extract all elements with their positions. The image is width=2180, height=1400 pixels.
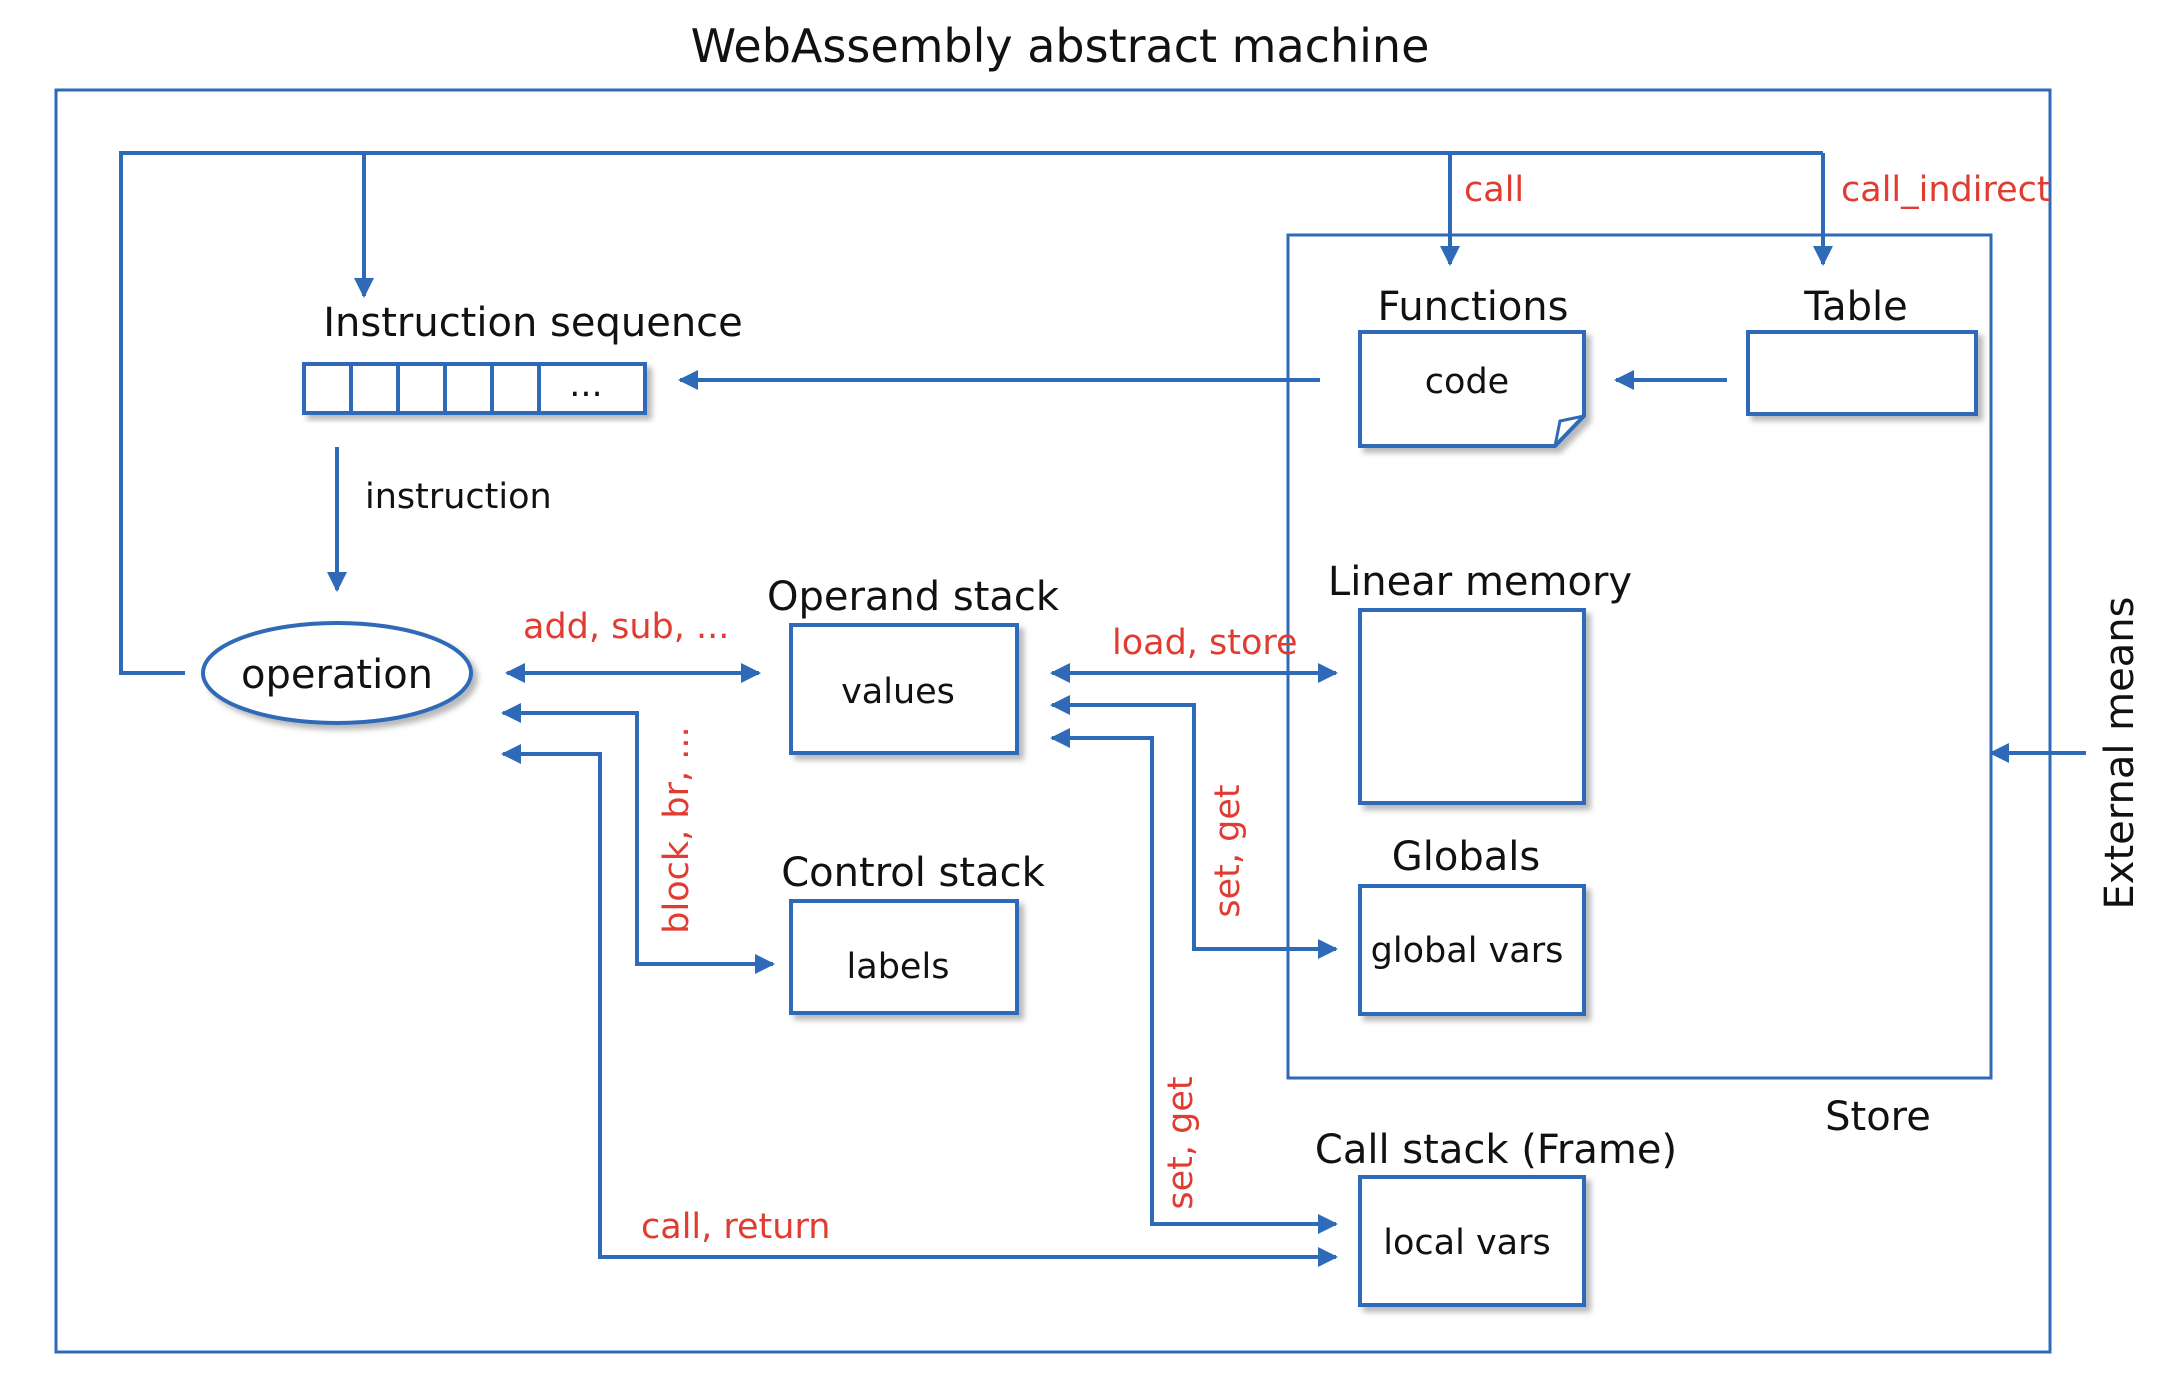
call-stack-label: Call stack (Frame) xyxy=(1315,1127,1677,1173)
instruction-cell-ellipsis: ... xyxy=(569,365,602,405)
table-box xyxy=(1746,330,1978,416)
machine-frame xyxy=(54,88,2052,1354)
operand-stack-values: values xyxy=(841,672,955,712)
control-stack-box xyxy=(789,899,1019,1015)
edge-label-call: call xyxy=(1464,170,1524,210)
operand-stack-box xyxy=(789,623,1019,755)
locals-set-get-arrow xyxy=(1050,728,1338,1234)
instruction-sequence-label: Instruction sequence xyxy=(323,300,743,346)
edge-label-locals-set-get: set, get xyxy=(1161,1076,1201,1209)
globals-box xyxy=(1358,884,1586,1016)
external-means-label: External means xyxy=(2097,597,2143,910)
linear-memory-label: Linear memory xyxy=(1328,559,1632,605)
functions-code: code xyxy=(1425,362,1509,402)
control-arrow xyxy=(501,703,775,974)
functions-box xyxy=(1358,330,1586,448)
call-stack-local-vars: local vars xyxy=(1383,1223,1550,1263)
diagram-title: WebAssembly abstract machine xyxy=(691,19,1430,73)
page-fold-icon xyxy=(1553,414,1585,447)
store-label: Store xyxy=(1825,1094,1931,1140)
globals-label: Globals xyxy=(1392,834,1540,880)
instruction-cells xyxy=(349,364,541,413)
control-stack-label: Control stack xyxy=(781,850,1045,896)
operation-node xyxy=(201,621,473,725)
operand-stack-label: Operand stack xyxy=(767,574,1060,620)
edge-label-add-sub: add, sub, ... xyxy=(523,607,729,647)
edge-label-call-return: call, return xyxy=(641,1207,830,1247)
edge-label-load-store: load, store xyxy=(1112,623,1298,663)
globals-global-vars: global vars xyxy=(1371,931,1564,971)
call-stack-box xyxy=(1358,1175,1586,1307)
instruction-sequence-box xyxy=(302,362,647,415)
control-stack-labels: labels xyxy=(847,947,950,987)
edge-label-globals-set-get: set, get xyxy=(1208,784,1248,917)
edge-label-call-indirect: call_indirect xyxy=(1841,170,2051,210)
edge-label-instruction: instruction xyxy=(365,477,552,517)
table-label: Table xyxy=(1803,284,1907,330)
store-frame xyxy=(1286,233,1993,1080)
feedback-loop-line xyxy=(119,151,1823,675)
operation-label: operation xyxy=(241,652,433,698)
globals-set-get-arrow xyxy=(1050,695,1338,959)
linear-memory-box xyxy=(1358,608,1586,805)
functions-label: Functions xyxy=(1378,284,1569,330)
edge-label-block-br: block, br, ... xyxy=(657,726,697,933)
call-return-arrow xyxy=(501,744,1338,1267)
